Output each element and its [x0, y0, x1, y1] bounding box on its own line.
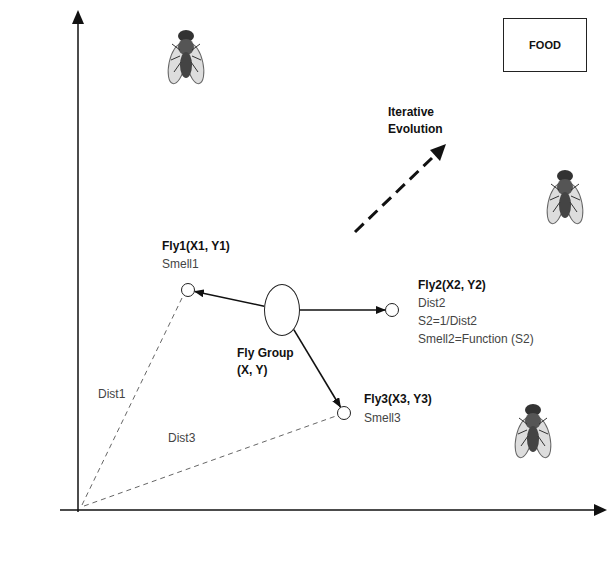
node-title: Fly Group (X, Y)	[237, 345, 301, 379]
food-box: FOOD	[503, 18, 587, 72]
node-title: Fly3(X3, Y3)	[364, 391, 432, 408]
arrow-connector	[195, 291, 264, 306]
fly-circle: Fly1(X1, Y1)Smell1	[181, 283, 195, 297]
node-note: Dist2	[418, 295, 445, 312]
arrow-connector	[294, 330, 341, 407]
process-label: Iterative Evolution	[388, 104, 454, 138]
fly-group-ellipse: Fly Group (X, Y)	[264, 284, 300, 336]
node-title: FOOD	[529, 39, 561, 51]
node-title: Fly2(X2, Y2)	[418, 277, 486, 294]
arrow-connector	[300, 309, 385, 311]
node-note: S2=1/Dist2	[418, 313, 477, 330]
fly-circle: Fly3(X3, Y3)Smell3	[337, 406, 351, 420]
node-note: Smell2=Function (S2)	[418, 331, 534, 348]
fly-circle: Fly2(X2, Y2)Dist2S2=1/Dist2Smell2=Functi…	[385, 303, 399, 317]
distance-label: Dist1	[98, 386, 125, 403]
distance-label: Dist3	[168, 430, 195, 447]
node-note: Smell3	[364, 410, 401, 427]
node-note: Smell1	[162, 256, 199, 273]
node-title: Fly1(X1, Y1)	[162, 238, 230, 255]
